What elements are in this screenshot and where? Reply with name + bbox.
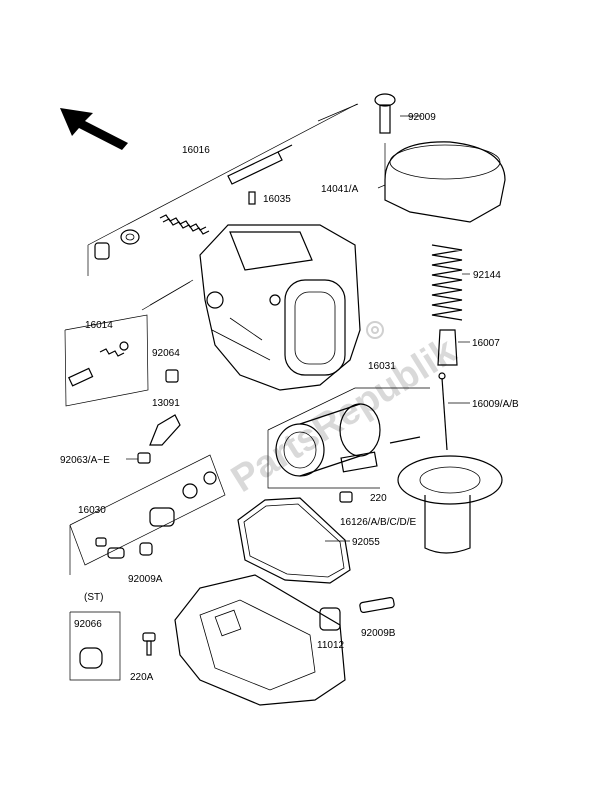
part-11012 [319,607,341,631]
part-carburetor-body [199,224,361,391]
label-13091: 13091 [152,398,180,409]
part-92066 [79,647,103,669]
part-16035 [248,191,256,205]
part-92009 [374,93,396,134]
label-16035: 16035 [263,194,291,205]
part-16007 [437,329,458,366]
part-220 [339,491,353,503]
group-16014-frame [64,314,149,407]
gear-watermark-icon [366,321,384,339]
part-16030 [95,471,217,559]
label-92009: 92009 [408,112,436,123]
group-16031-frame [267,387,430,489]
label-92009b: 92009B [361,628,396,639]
label-16126: 16126/A/B/C/D/E [340,517,416,528]
part-16014 [68,341,129,387]
group-small-parts-frame [69,454,226,575]
part-92064 [165,369,179,383]
label-92144: 92144 [473,270,501,281]
part-92063 [137,452,151,464]
label-220a: 220A [130,672,154,683]
label-92063: 92063/A~E [60,455,110,466]
label-92066: 92066 [74,619,102,630]
part-92009b [359,596,395,614]
part-float-bowl [174,574,346,706]
part-16016 [94,144,293,260]
part-16031 [275,403,421,477]
part-13091 [149,414,181,446]
label-st: (ST) [84,592,103,603]
label-16016: 16016 [182,145,210,156]
label-92055: 92055 [352,537,380,548]
label-16014: 16014 [85,320,113,331]
group-92066-frame [69,611,121,681]
label-16030: 16030 [78,505,106,516]
label-16007: 16007 [472,338,500,349]
part-16009 [438,372,448,451]
label-16031: 16031 [368,361,396,372]
part-220a [142,632,156,656]
label-92009a: 92009A [128,574,163,585]
part-92055 [237,497,351,584]
label-220: 220 [370,493,387,504]
group-16016-frame [87,103,359,311]
part-14041 [384,141,506,223]
label-11012: 11012 [317,640,345,651]
part-16126 [397,455,503,554]
label-14041: 14041/A [321,184,359,195]
label-16009: 16009/A/B [472,399,519,410]
part-92009a [139,542,153,556]
label-92064: 92064 [152,348,180,359]
part-92144 [431,244,463,321]
direction-arrow-icon [60,108,128,150]
